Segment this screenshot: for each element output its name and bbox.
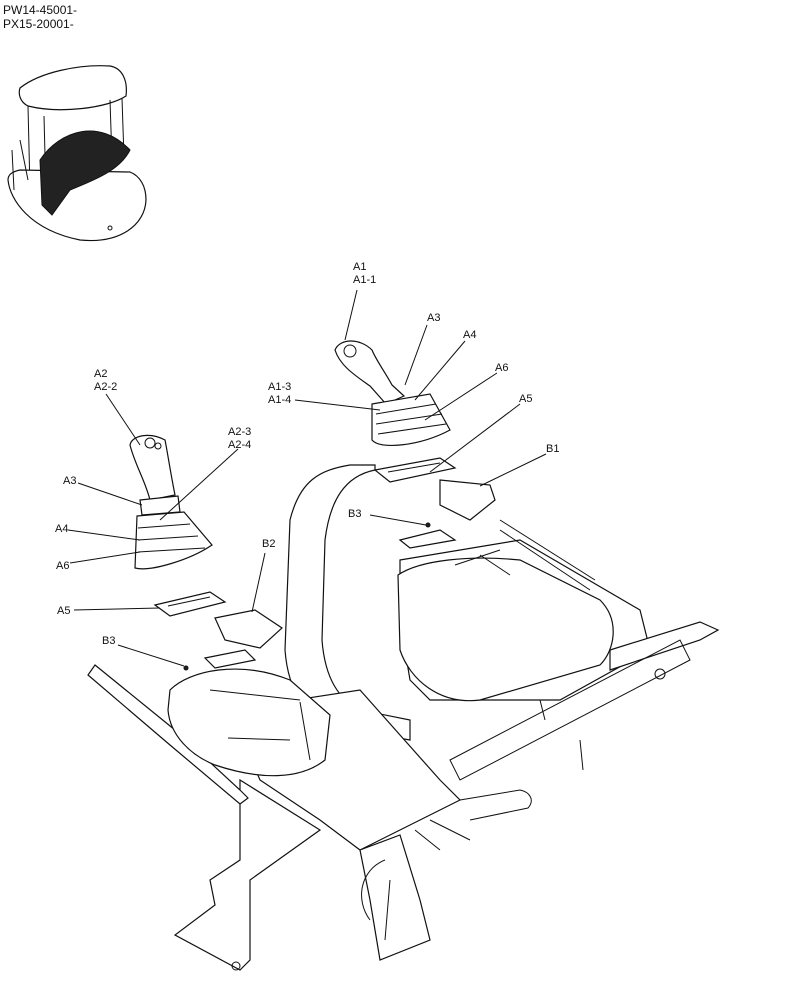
callout-label: A3 xyxy=(427,312,440,324)
right-control-lever xyxy=(334,340,496,549)
machine-locator-thumbnail xyxy=(7,65,147,242)
serial-number: PW14-45001- xyxy=(3,3,78,17)
callout-label: A2 xyxy=(94,368,107,380)
callout-label: A1 xyxy=(353,261,366,273)
callout-label: A1-1 xyxy=(353,274,376,286)
callout-label: A5 xyxy=(519,393,532,405)
serial-number: PX15-20001- xyxy=(3,17,74,31)
serial-number-block: PW14-45001- PX15-20001- xyxy=(3,3,77,31)
callout-label: B2 xyxy=(262,538,275,550)
callout-label: B1 xyxy=(546,443,559,455)
callout-label: A5 xyxy=(57,605,70,617)
callout-label: A2-4 xyxy=(228,439,251,451)
callout-label: A6 xyxy=(56,560,69,572)
callout-label: A4 xyxy=(55,523,68,535)
callout-label: A2-3 xyxy=(228,426,251,438)
callout-label: B3 xyxy=(102,635,115,647)
leader-lines xyxy=(67,289,547,667)
left-control-lever xyxy=(129,434,283,671)
callout-label: A6 xyxy=(495,362,508,374)
seat-stand-frame xyxy=(173,464,720,971)
left-console-cover xyxy=(87,664,331,805)
callout-label: A1-4 xyxy=(268,394,291,406)
callout-label: A2-2 xyxy=(94,381,117,393)
callout-label: A4 xyxy=(463,329,476,341)
callout-label: A3 xyxy=(63,475,76,487)
callout-labels: A1 A1-1 A3 A4 A6 A1-3 A1-4 A5 B1 B3 A2 A… xyxy=(55,261,559,647)
callout-label: B3 xyxy=(348,508,361,520)
callout-label: A1-3 xyxy=(268,381,291,393)
